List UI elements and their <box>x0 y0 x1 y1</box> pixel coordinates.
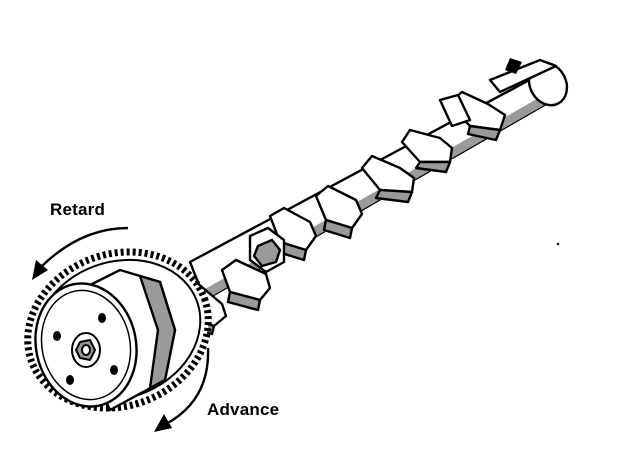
cam-lobe <box>220 258 272 312</box>
retard-label: Retard <box>50 200 106 219</box>
cam-lobe <box>360 154 416 204</box>
housing-bolt <box>53 313 118 385</box>
advance-arrow <box>154 347 210 432</box>
hex-section <box>248 226 286 274</box>
retard-arrow <box>32 226 129 280</box>
end-journal <box>488 58 569 107</box>
cam-lobe <box>400 128 454 174</box>
cam-lobe <box>314 184 364 240</box>
camshaft <box>182 58 569 336</box>
cam-lobe <box>438 93 472 128</box>
speck <box>556 242 560 246</box>
center-bolt <box>71 332 101 368</box>
advance-label: Advance <box>207 400 280 419</box>
